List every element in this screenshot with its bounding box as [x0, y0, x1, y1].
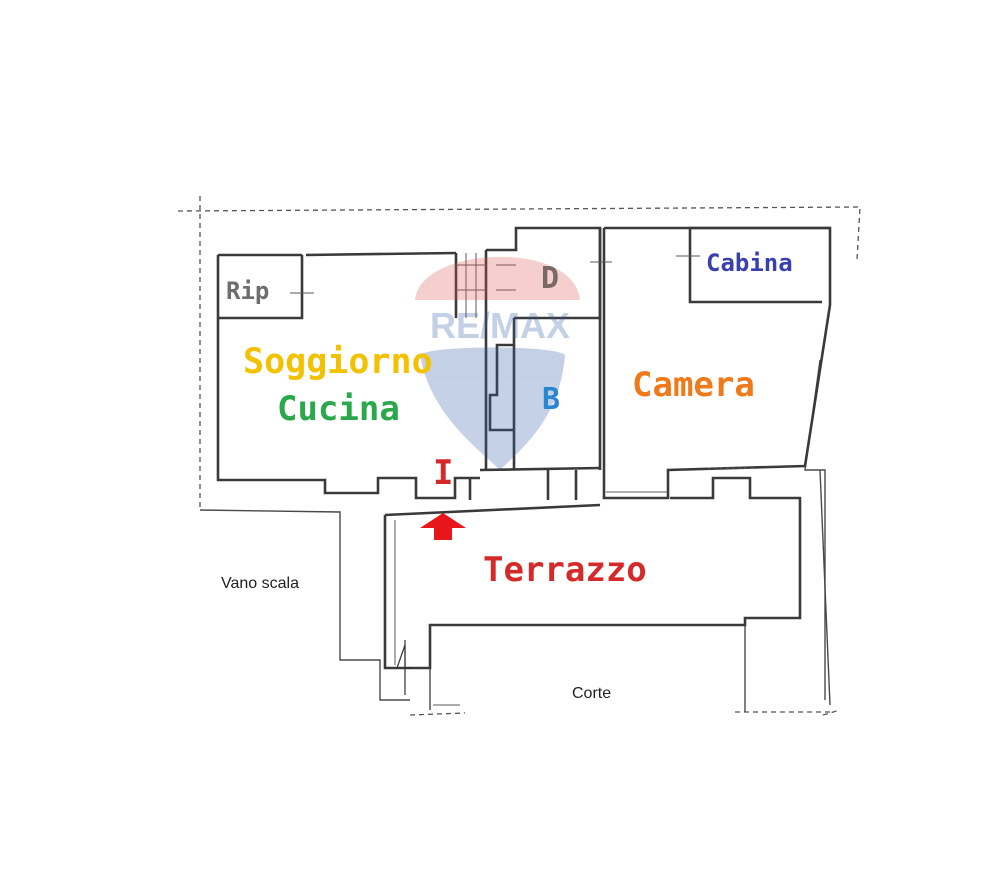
balloon-bottom-shape: [420, 347, 565, 470]
room-label-d: D: [541, 261, 560, 296]
walls: [216, 226, 832, 670]
up-arrow-icon: [420, 513, 466, 540]
room-label-cabina: Cabina: [706, 249, 793, 277]
annotation-vano-scala: Vano scala: [221, 575, 299, 592]
property-boundary: [177, 196, 861, 716]
room-label-ripostiglio: Rip: [226, 277, 270, 305]
watermark-brand: RE/MAX: [430, 305, 570, 346]
balloon-top-shape: [415, 256, 580, 300]
wall-details: [290, 253, 755, 706]
annotation-corte: Corte: [572, 685, 612, 702]
room-label-ingresso: I: [433, 453, 454, 493]
north-arrow-icon: [396, 640, 413, 695]
room-label-terrazzo: Terrazzo: [483, 550, 647, 590]
room-label-camera: Camera: [632, 365, 755, 405]
room-label-cucina: Cucina: [277, 389, 400, 429]
remax-watermark: RE/MAX: [415, 256, 580, 470]
room-label-soggiorno: Soggiorno: [243, 342, 433, 382]
room-label-bagno: B: [542, 382, 561, 417]
